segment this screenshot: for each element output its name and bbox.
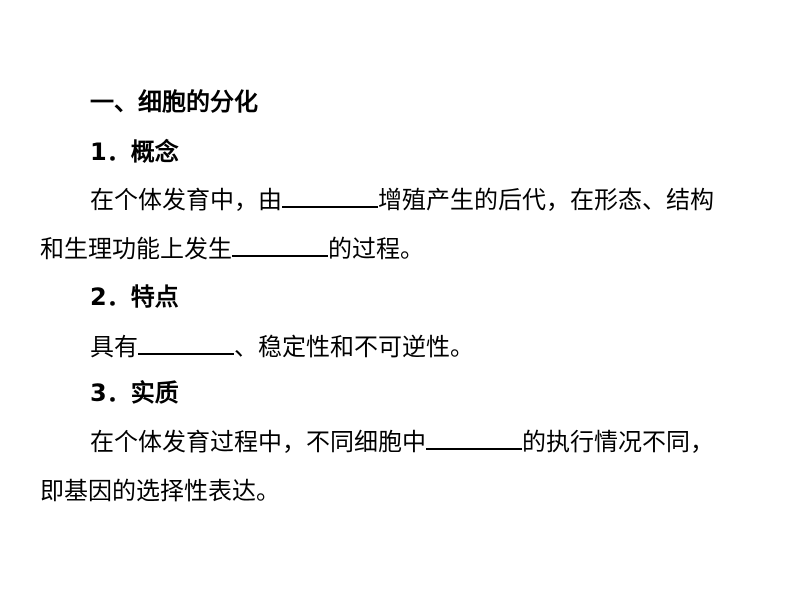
section-title: 一、细胞的分化 [90, 87, 258, 117]
fill-blank-3[interactable] [138, 331, 234, 355]
essence-heading: 3．实质 [90, 378, 179, 408]
concept-line-2: 和生理功能上发生 的过程。 [40, 233, 424, 263]
concept-line-1: 在个体发育中，由 增殖产生的后代，在形态、结构 [90, 184, 714, 214]
fill-blank-4[interactable] [426, 426, 522, 450]
concept-line-1-start: 在个体发育中，由 [90, 186, 282, 214]
concept-line-2-start: 和生理功能上发生 [40, 235, 232, 263]
concept-line-1-end: 增殖产生的后代，在形态、结构 [378, 186, 714, 214]
essence-line-1-start: 在个体发育过程中，不同细胞中 [90, 428, 426, 456]
essence-line-2: 即基因的选择性表达。 [40, 476, 280, 506]
features-line-start: 具有 [90, 333, 138, 361]
section-title-text: 一、细胞的分化 [90, 88, 258, 116]
features-line-end: 、稳定性和不可逆性。 [234, 333, 474, 361]
concept-heading-text: 1．概念 [90, 138, 179, 166]
essence-line-1: 在个体发育过程中，不同细胞中 的执行情况不同， [90, 426, 714, 456]
features-heading: 2．特点 [90, 282, 179, 312]
concept-heading: 1．概念 [90, 137, 179, 167]
features-heading-text: 2．特点 [90, 283, 179, 311]
concept-line-2-end: 的过程。 [328, 235, 424, 263]
essence-heading-text: 3．实质 [90, 379, 179, 407]
essence-line-1-end: 的执行情况不同， [522, 428, 714, 456]
essence-line-2-text: 即基因的选择性表达。 [40, 477, 280, 505]
fill-blank-2[interactable] [232, 233, 328, 257]
features-line: 具有 、稳定性和不可逆性。 [90, 331, 474, 361]
fill-blank-1[interactable] [282, 184, 378, 208]
